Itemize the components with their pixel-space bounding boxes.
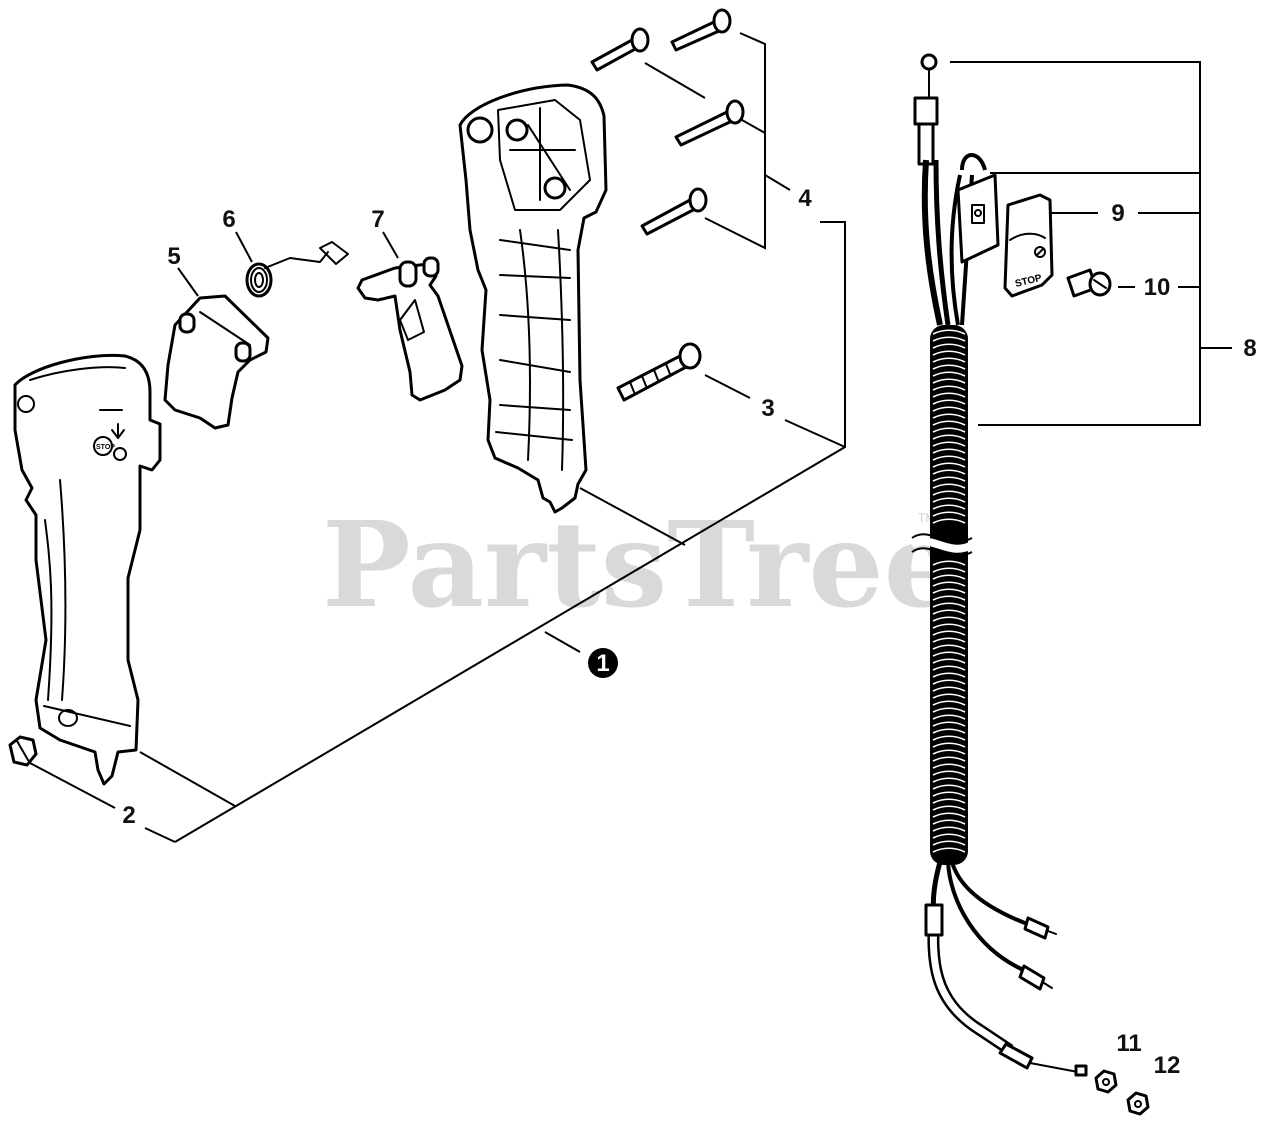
- callout-12: 12: [1154, 1052, 1181, 1079]
- wire-harness-part-8: [909, 53, 1088, 1077]
- callout-1-circle: [588, 648, 618, 678]
- handle-right-half: [458, 83, 608, 514]
- stop-plate-part-9: STOP: [1003, 193, 1054, 298]
- handle-left-half: STOP: [13, 353, 162, 786]
- callout-5: 5: [167, 243, 180, 270]
- leader-part-6: [235, 231, 253, 263]
- callout-9: 9: [1111, 200, 1124, 227]
- leader-screw-3b: [784, 419, 846, 448]
- watermark-text: PartsTree: [322, 495, 959, 634]
- leader-assembly-frame: [174, 221, 846, 843]
- leader-nut-2: [29, 762, 116, 809]
- nut-part-2: [8, 735, 38, 767]
- leader-handle-left: [139, 751, 236, 807]
- leader-callout-1: [544, 631, 581, 653]
- callout-10: 10: [1144, 274, 1171, 301]
- screws-part-4: [590, 8, 745, 236]
- callout-11: 11: [1116, 1030, 1141, 1057]
- screw-4b: [670, 8, 732, 52]
- callout-4: 4: [798, 185, 812, 212]
- leader-screw-4b: [741, 119, 766, 134]
- leader-nut-2b: [144, 827, 176, 843]
- conduit-coils: [932, 329, 966, 853]
- screw-4a: [590, 27, 650, 72]
- screw-part-3: [616, 342, 702, 402]
- nut-part-12: [1126, 1091, 1150, 1116]
- leader-lines: [29, 32, 1232, 843]
- callout-labels: 1 2 3 4 5 6 7 8 9 10 11 12: [122, 185, 1256, 1079]
- leader-part-7: [382, 231, 399, 259]
- spring-part-6: [245, 241, 349, 298]
- leader-screw-4a: [644, 62, 706, 99]
- callout-7: 7: [371, 206, 384, 233]
- callout-6: 6: [222, 206, 235, 233]
- stop-badge-text: STOP: [96, 444, 115, 451]
- leader-harness-8-bracket: [950, 61, 1201, 426]
- watermark: PartsTree TM: [322, 495, 959, 634]
- callout-3: 3: [761, 395, 774, 422]
- trigger-part-7: [356, 256, 464, 402]
- leader-handle-right: [579, 487, 686, 546]
- callout-2: 2: [122, 802, 135, 829]
- stop-switch: [956, 173, 1000, 264]
- screw-4c: [674, 99, 745, 147]
- screw-4d: [640, 187, 708, 236]
- nut-part-11: [1094, 1069, 1118, 1094]
- leader-screw-3: [704, 374, 751, 399]
- screw-part-10: [1066, 268, 1112, 298]
- leader-part-5: [177, 267, 199, 297]
- callout-1: 1: [596, 650, 609, 677]
- leader-screw-4c: [764, 174, 791, 191]
- leader-screws-4-bracket: [704, 32, 766, 250]
- callout-8: 8: [1243, 335, 1256, 362]
- lockout-part-5: [163, 294, 270, 430]
